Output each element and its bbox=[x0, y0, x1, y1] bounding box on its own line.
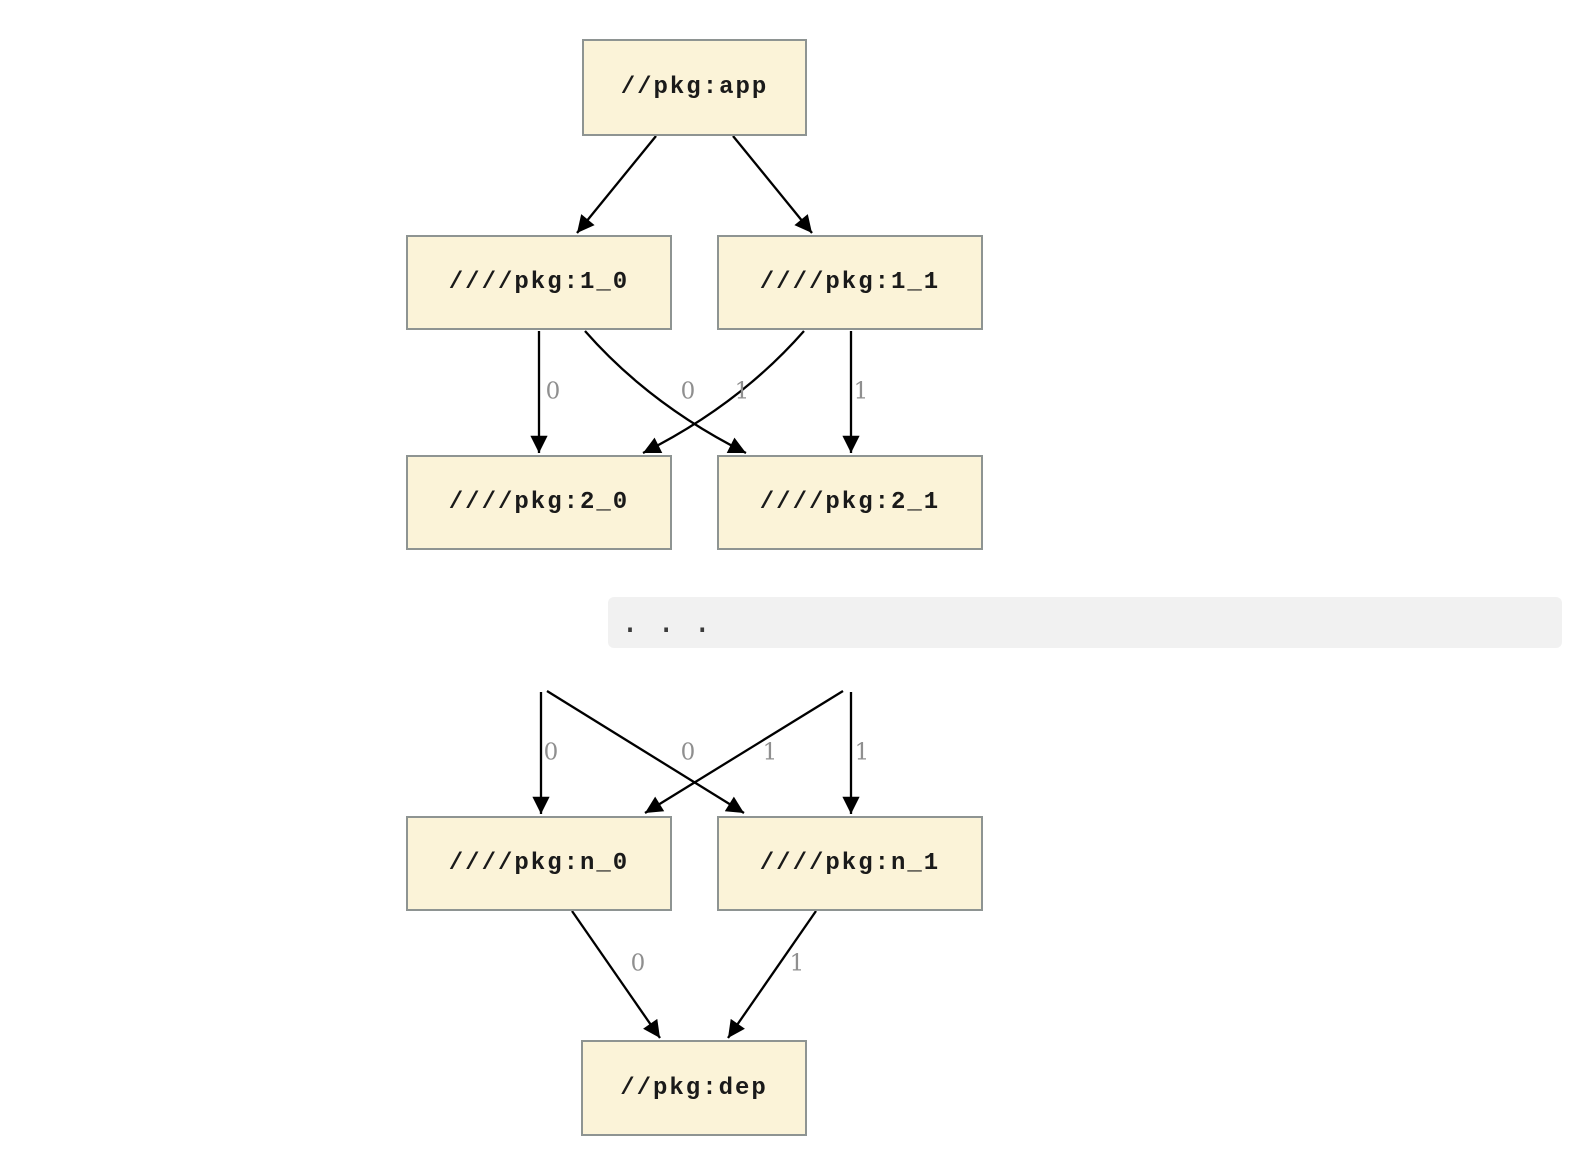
ellipsis-text: . . . bbox=[621, 605, 712, 640]
edge-label-1_1-2_1: 1 bbox=[853, 378, 869, 405]
edge-label-1_0-2_1: 0 bbox=[680, 378, 696, 405]
ellipsis-code-block: . . . bbox=[608, 597, 1562, 648]
edge-app-to-1_1 bbox=[732, 135, 813, 234]
edge-label-1_0-2_0: 0 bbox=[545, 378, 561, 405]
edge-cont-to-n_1-cross bbox=[546, 690, 745, 814]
edge-label-n_0-dep: 0 bbox=[630, 950, 646, 977]
node-pkg-dep: //pkg:dep bbox=[581, 1040, 807, 1136]
edge-label-1_1-2_0: 1 bbox=[734, 378, 750, 405]
node-pkg-n_1: ////pkg:n_1 bbox=[717, 816, 983, 911]
edge-label-cont-n_0-cross: 1 bbox=[762, 739, 778, 766]
node-pkg-app: //pkg:app bbox=[582, 39, 807, 136]
node-pkg-1_1-label: ////pkg:1_1 bbox=[759, 269, 941, 296]
node-pkg-dep-label: //pkg:dep bbox=[620, 1074, 768, 1102]
node-pkg-2_0-label: ////pkg:2_0 bbox=[448, 489, 630, 516]
node-pkg-n_0-label: ////pkg:n_0 bbox=[448, 850, 630, 877]
node-pkg-2_0: ////pkg:2_0 bbox=[406, 455, 672, 550]
node-pkg-n_1-label: ////pkg:n_1 bbox=[759, 850, 941, 877]
edge-label-n_1-dep: 1 bbox=[789, 950, 805, 977]
node-pkg-1_1: ////pkg:1_1 bbox=[717, 235, 983, 330]
node-pkg-1_0: ////pkg:1_0 bbox=[406, 235, 672, 330]
edge-label-cont-n_1-cross: 0 bbox=[680, 739, 696, 766]
edge-label-cont-n_1-straight: 1 bbox=[854, 739, 870, 766]
edge-cont-to-n_0-cross bbox=[644, 690, 844, 814]
edge-n_0-to-dep bbox=[571, 910, 661, 1039]
node-pkg-2_1-label: ////pkg:2_1 bbox=[759, 489, 941, 516]
node-pkg-n_0: ////pkg:n_0 bbox=[406, 816, 672, 911]
node-pkg-1_0-label: ////pkg:1_0 bbox=[448, 269, 630, 296]
edge-1_0-to-2_1 bbox=[584, 330, 747, 455]
edge-1_1-to-2_0 bbox=[642, 330, 805, 455]
edge-label-cont-n_0-straight: 0 bbox=[543, 739, 559, 766]
node-pkg-app-label: //pkg:app bbox=[620, 74, 769, 101]
edge-app-to-1_0 bbox=[576, 135, 657, 234]
node-pkg-2_1: ////pkg:2_1 bbox=[717, 455, 983, 550]
